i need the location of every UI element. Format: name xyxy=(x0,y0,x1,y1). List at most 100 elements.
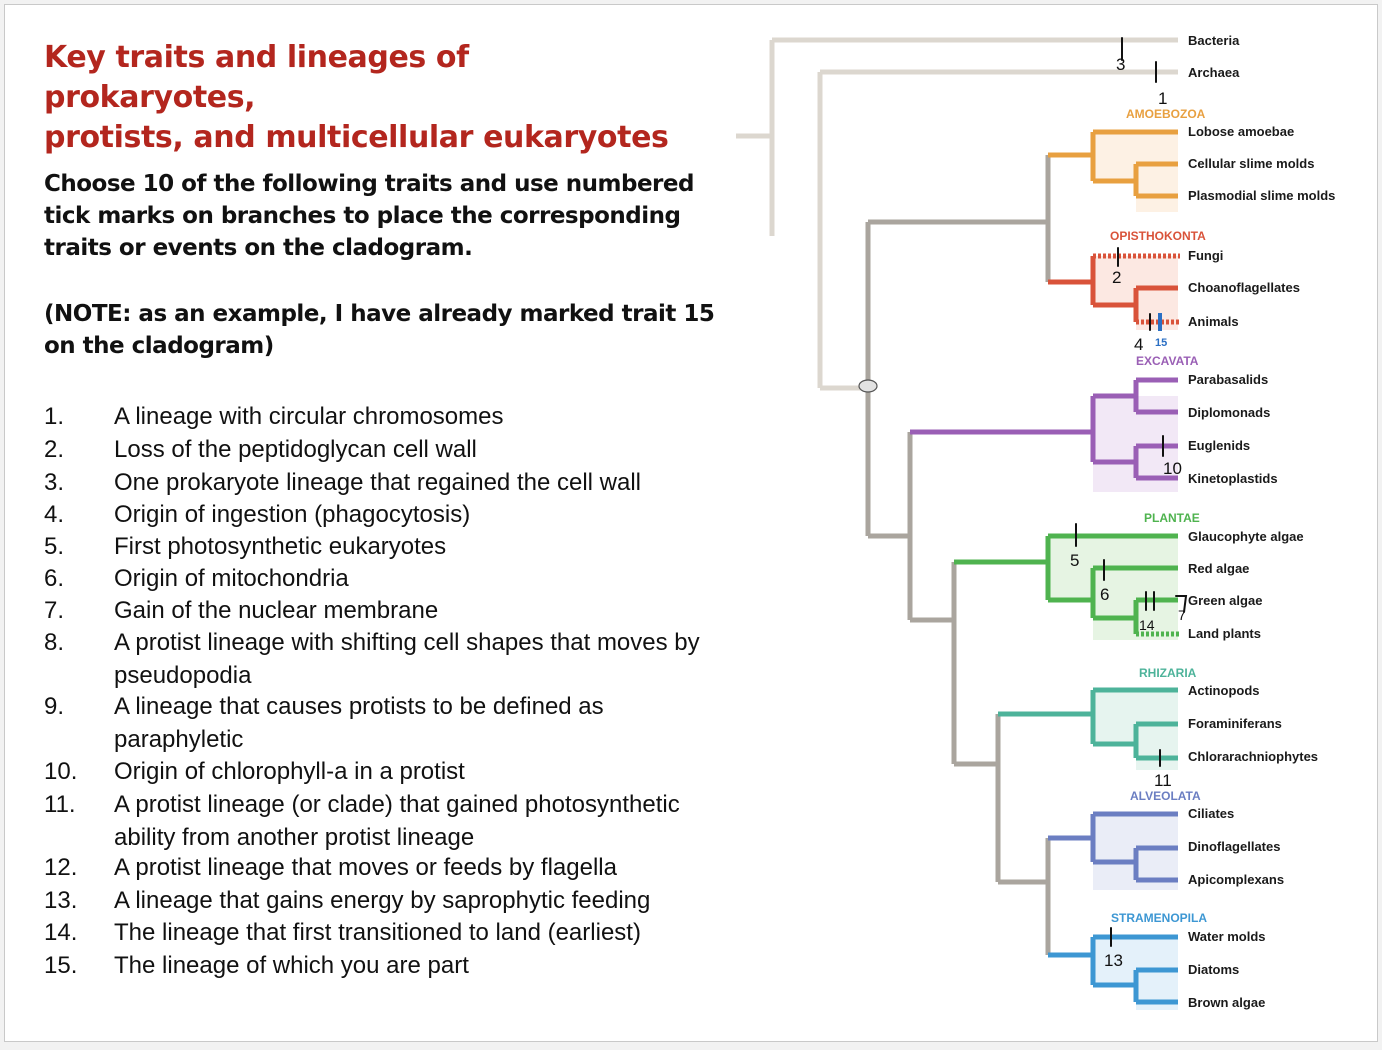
hand-number: 11 xyxy=(1154,771,1172,790)
tick-7 xyxy=(1175,595,1188,613)
trait-text: A lineage with circular chromosomes xyxy=(114,403,504,430)
tick-14 xyxy=(1145,591,1155,611)
taxon-label: Diatoms xyxy=(1188,962,1239,977)
trait-text: A lineage that gains energy by saprophyt… xyxy=(114,887,651,914)
taxon-label: Glaucophyte algae xyxy=(1188,529,1304,544)
taxon-labels: Bacteria Archaea Lobose amoebae Cellular… xyxy=(1188,33,1335,1010)
plantae-panel xyxy=(1048,535,1178,640)
example-note: (NOTE: as an example, I have already mar… xyxy=(44,301,715,359)
hand-number: 2 xyxy=(1112,268,1121,287)
plantae-branches xyxy=(954,533,1178,634)
taxon-label: Plasmodial slime molds xyxy=(1188,188,1335,203)
alveolata-branches xyxy=(1048,811,1178,883)
group-label: AMOEBOZOA xyxy=(1126,107,1206,121)
trait-text: Origin of chlorophyll-a in a protist xyxy=(114,758,465,785)
trait-number: 8. xyxy=(44,629,65,656)
green-algae-branch xyxy=(1093,597,1178,634)
trait-number: 6. xyxy=(44,565,65,592)
hand-number: 3 xyxy=(1116,55,1125,74)
taxon-label: Foraminiferans xyxy=(1188,716,1282,731)
taxon-label: Apicomplexans xyxy=(1188,872,1284,887)
diatom-brown-algae-branches xyxy=(1093,967,1178,1005)
trait-text: A lineage that causes protists to be def… xyxy=(114,693,604,753)
root-branches xyxy=(736,37,1178,391)
group-label: PLANTAE xyxy=(1144,511,1200,525)
taxon-label: Animals xyxy=(1188,314,1239,329)
hand-number: 7 xyxy=(1178,607,1186,623)
handwritten-ticks xyxy=(1075,37,1188,947)
taxon-label: Parabasalids xyxy=(1188,372,1268,387)
hand-number: 5 xyxy=(1070,551,1079,570)
trait-number: 2. xyxy=(44,436,65,463)
taxon-label: Euglenids xyxy=(1188,438,1250,453)
hand-number: 14 xyxy=(1139,617,1155,633)
rhizaria-branches xyxy=(998,687,1178,761)
trait-text: One prokaryote lineage that regained the… xyxy=(114,469,641,496)
taxon-label: Chlorarachniophytes xyxy=(1188,749,1318,764)
trait-text: The lineage of which you are part xyxy=(114,952,469,979)
trait-text: A protist lineage with shifting cell sha… xyxy=(114,629,700,689)
euglenozoa-branches xyxy=(1093,443,1178,481)
trait-text: A protist lineage that moves or feeds by… xyxy=(114,854,617,881)
group-label: ALVEOLATA xyxy=(1130,789,1201,803)
taxon-label: Brown algae xyxy=(1188,995,1265,1010)
taxon-label: Green algae xyxy=(1188,593,1262,608)
hand-number: 4 xyxy=(1134,335,1143,354)
group-label: RHIZARIA xyxy=(1139,666,1197,680)
taxon-label: Ciliates xyxy=(1188,806,1234,821)
trait-number: 13. xyxy=(44,887,78,914)
trait-number: 12. xyxy=(44,854,78,881)
taxon-label: Red algae xyxy=(1188,561,1249,576)
trait-number: 3. xyxy=(44,469,65,496)
handwritten-numbers: 3 1 2 4 10 5 6 14 7 11 13 xyxy=(1070,55,1186,970)
taxon-label: Lobose amoebae xyxy=(1188,124,1294,139)
trait-text: Origin of ingestion (phagocytosis) xyxy=(114,501,471,528)
group-labels: AMOEBOZOA OPISTHOKONTA EXCAVATA PLANTAE … xyxy=(1110,107,1207,925)
trait-text: A protist lineage (or clade) that gained… xyxy=(114,791,680,851)
trait-number: 7. xyxy=(44,597,65,624)
group-label: STRAMENOPILA xyxy=(1111,911,1207,925)
taxon-label: Cellular slime molds xyxy=(1188,156,1314,171)
taxon-label: Archaea xyxy=(1188,65,1240,80)
group-label: OPISTHOKONTA xyxy=(1110,229,1206,243)
trait-number: 1. xyxy=(44,403,65,430)
slide-title: Key traits and lineages of prokaryotes, … xyxy=(44,38,684,158)
excavata-panel xyxy=(1093,396,1178,492)
trait-text: Gain of the nuclear membrane xyxy=(114,597,439,624)
trait-15-tick xyxy=(1158,313,1162,331)
taxon-label: Water molds xyxy=(1188,929,1266,944)
choanoflagellate-branch xyxy=(1093,285,1178,322)
eukaryote-backbone xyxy=(865,155,1051,955)
trait-15-label: 15 xyxy=(1155,337,1167,349)
taxon-label: Actinopods xyxy=(1188,683,1260,698)
group-label: EXCAVATA xyxy=(1136,354,1199,368)
trait-number: 14. xyxy=(44,919,78,946)
trait-text: Origin of mitochondria xyxy=(114,565,349,592)
taxon-label: Kinetoplastids xyxy=(1188,471,1278,486)
trait-number: 9. xyxy=(44,693,65,720)
hand-number: 13 xyxy=(1104,951,1123,970)
taxon-label: Diplomonads xyxy=(1188,405,1270,420)
trait-text: The lineage that first transitioned to l… xyxy=(114,919,641,946)
taxon-label: Choanoflagellates xyxy=(1188,280,1300,295)
amoebozoa-branches xyxy=(1048,129,1178,199)
taxon-label: Dinoflagellates xyxy=(1188,839,1280,854)
foram-chlorarachniophyte-branches xyxy=(1093,721,1178,761)
trait-number: 15. xyxy=(44,952,78,979)
red-algae-branch xyxy=(1048,565,1178,618)
eukaryote-node-marker xyxy=(858,379,878,393)
opisthokonta-branches xyxy=(1048,256,1178,322)
excavata-branches xyxy=(910,377,1178,481)
trait-number: 4. xyxy=(44,501,65,528)
title-line-1: Key traits and lineages of prokaryotes, xyxy=(44,40,469,115)
title-line-2: protists, and multicellular eukaryotes xyxy=(44,120,669,155)
taxon-label: Land plants xyxy=(1188,626,1261,641)
stramenopila-branches xyxy=(1048,934,1178,1005)
trait-number: 5. xyxy=(44,533,65,560)
instructions: Choose 10 of the following traits and us… xyxy=(44,171,694,261)
slime-mold-branches xyxy=(1093,161,1178,199)
taxon-label: Bacteria xyxy=(1188,33,1240,48)
hand-number: 6 xyxy=(1100,585,1109,604)
dino-apicomplexan-branches xyxy=(1093,845,1178,883)
